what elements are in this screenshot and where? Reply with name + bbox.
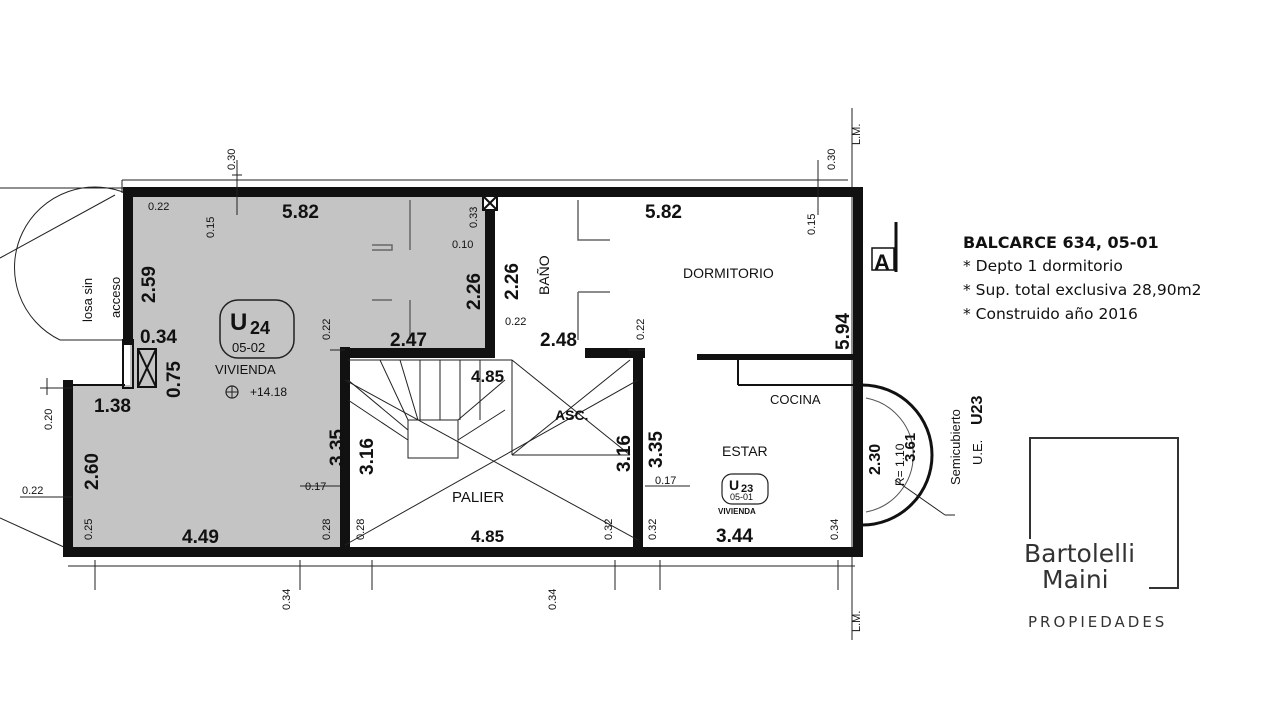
property-info: BALCARCE 634, 05-01 * Depto 1 dormitorio… (963, 233, 1263, 329)
dim-2-48: 2.48 (540, 330, 577, 351)
room-palier: PALIER (452, 489, 504, 506)
dim-s-0-22b: 0.22 (505, 316, 526, 328)
stair-hall (344, 359, 639, 546)
section-marker-letter: A (874, 250, 890, 275)
walls (63, 187, 863, 557)
dim-5-94: 5.94 (833, 313, 854, 350)
room-dormitorio: DORMITORIO (683, 265, 774, 281)
room-estar: ESTAR (722, 443, 768, 459)
dim-s-0-22e: 0.22 (22, 485, 43, 497)
dim-2-30: 2.30 (867, 444, 884, 475)
dim-3-44: 3.44 (716, 526, 753, 547)
room-cocina: COCINA (770, 392, 821, 407)
dim-0-34: 0.34 (140, 327, 177, 348)
dim-5-82-left: 5.82 (282, 202, 319, 223)
unit-23-label: VIVIENDA (718, 507, 756, 516)
dim-s-0-22c: 0.22 (321, 319, 333, 340)
dim-1-38: 1.38 (94, 396, 131, 417)
dim-s-0-30b: 0.30 (826, 149, 838, 170)
unit-23-code: 05-01 (730, 492, 753, 502)
unit-23-number: 23 (741, 483, 753, 495)
lm-bottom: L.M. (851, 611, 863, 632)
unit-24-shading (68, 193, 490, 548)
info-line-2: * Sup. total exclusiva 28,90m2 (963, 281, 1202, 299)
section-marker (871, 247, 895, 271)
unit-23-letter: U (729, 477, 739, 493)
dim-5-82-right: 5.82 (645, 202, 682, 223)
dim-3-35-left: 3.35 (327, 429, 348, 466)
semicubierto-arc (861, 383, 934, 527)
dim-s-0-32a: 0.32 (603, 519, 615, 540)
logo-line-2: Maini (1042, 565, 1109, 594)
dim-s-0-15a: 0.15 (205, 217, 217, 238)
dim-s-0-34d: 0.34 (547, 589, 559, 610)
dim-3-35-right: 3.35 (646, 431, 667, 468)
logo-wordmark: Bartolelli Maini (1024, 539, 1140, 594)
info-line-1: * Depto 1 dormitorio (963, 257, 1123, 275)
property-lines (0, 108, 855, 640)
room-asc: ASC. (555, 407, 588, 423)
dim-3-61: 3.61 (902, 433, 919, 462)
dimension-ticks (20, 160, 839, 590)
unit-24-badge (219, 299, 295, 359)
dim-s-0-22a: 0.22 (148, 201, 169, 213)
logo-line-1: Bartolelli (1024, 539, 1136, 568)
dim-2-26-left: 2.26 (464, 273, 485, 310)
dim-2-60: 2.60 (82, 453, 103, 490)
ue-label: U.E. (970, 440, 985, 465)
dim-s-0-17b: 0.17 (655, 475, 676, 487)
dim-4-85-bottom: 4.85 (471, 527, 504, 546)
wall-details (68, 195, 859, 525)
room-bano: BAÑO (536, 255, 552, 295)
dim-s-0-20: 0.20 (43, 409, 55, 430)
unit-24-level: +14.18 (250, 385, 287, 399)
dim-s-0-22d: 0.22 (635, 319, 647, 340)
dim-4-85-top: 4.85 (471, 367, 504, 386)
dim-s-0-17a: 0.17 (305, 481, 326, 493)
dim-s-0-10: 0.10 (452, 239, 473, 251)
dim-s-0-34c: 0.34 (281, 589, 293, 610)
dim-s-0-32b: 0.32 (647, 519, 659, 540)
semicubierto-label: Semicubierto (948, 409, 963, 485)
dim-2-59: 2.59 (139, 266, 160, 303)
dim-4-49: 4.49 (182, 527, 219, 548)
lm-top: L.M. (851, 124, 863, 145)
dim-3-16-left: 3.16 (357, 438, 378, 475)
dim-s-0-15b: 0.15 (806, 214, 818, 235)
unit-24-label: VIVIENDA (215, 362, 276, 377)
ue-unit-label: U23 (969, 396, 986, 425)
dim-0-75: 0.75 (164, 361, 185, 398)
logo-subtitle: PROPIEDADES (1028, 613, 1168, 631)
dim-2-47: 2.47 (390, 330, 427, 351)
dim-s-0-25: 0.25 (83, 519, 95, 540)
property-title: BALCARCE 634, 05-01 (963, 233, 1159, 252)
dim-s-0-30a: 0.30 (226, 149, 238, 170)
dim-s-0-28b: 0.28 (355, 519, 367, 540)
fixtures (372, 200, 610, 340)
dim-radius: R= 1.10 (893, 443, 907, 486)
unit-23-badge (721, 473, 769, 505)
info-line-3: * Construido año 2016 (963, 305, 1138, 323)
losa-label-2: acceso (108, 277, 123, 318)
unit-24-number: 24 (250, 318, 270, 338)
unit-24-letter: U (230, 309, 247, 336)
dim-s-0-28a: 0.28 (321, 519, 333, 540)
dim-3-16-right: 3.16 (614, 435, 635, 472)
losa-label-1: losa sin (80, 278, 95, 322)
dim-s-0-34b: 0.34 (829, 519, 841, 540)
unit-24-code: 05-02 (232, 340, 265, 355)
dim-s-0-33: 0.33 (468, 207, 480, 228)
dim-2-26-right: 2.26 (502, 263, 523, 300)
